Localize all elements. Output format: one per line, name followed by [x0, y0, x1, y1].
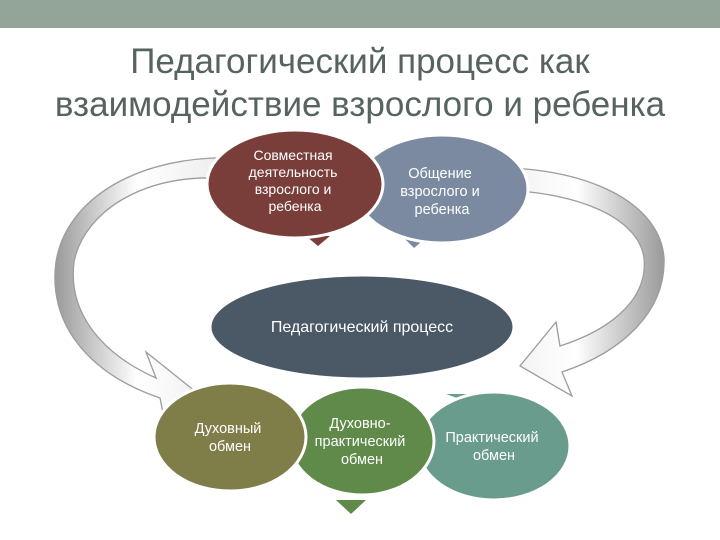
spiritual-exchange-label: Духовный обмен [195, 421, 266, 455]
right-curved-arrow [467, 166, 665, 398]
top-bar [0, 0, 720, 28]
pedagogical-process-ellipse [208, 273, 516, 381]
slide-title: Педагогический процесс как взаимодействи… [0, 40, 720, 126]
pedagogical-process-label: Педагогический процесс [271, 319, 453, 336]
communication-label: Общение взрослого и ребенка [400, 166, 483, 218]
spiritual-practical-exchange-label: Духовно- практический обмен [315, 416, 410, 468]
practical-exchange-ellipse [416, 390, 572, 502]
joint-activity-label: Совместная деятельность взрослого и ребе… [249, 147, 342, 214]
left-curved-arrow [54, 157, 239, 420]
slide-title-line-1: Педагогический процесс как [130, 42, 590, 81]
joint-activity-ellipse [205, 128, 385, 240]
practical-exchange-label: Практический обмен [445, 430, 542, 464]
slide-title-line-2: взаимодействие взрослого и ребенка [54, 85, 666, 124]
connector-tip-4 [336, 500, 366, 514]
spiritual-exchange-ellipse [152, 381, 308, 493]
